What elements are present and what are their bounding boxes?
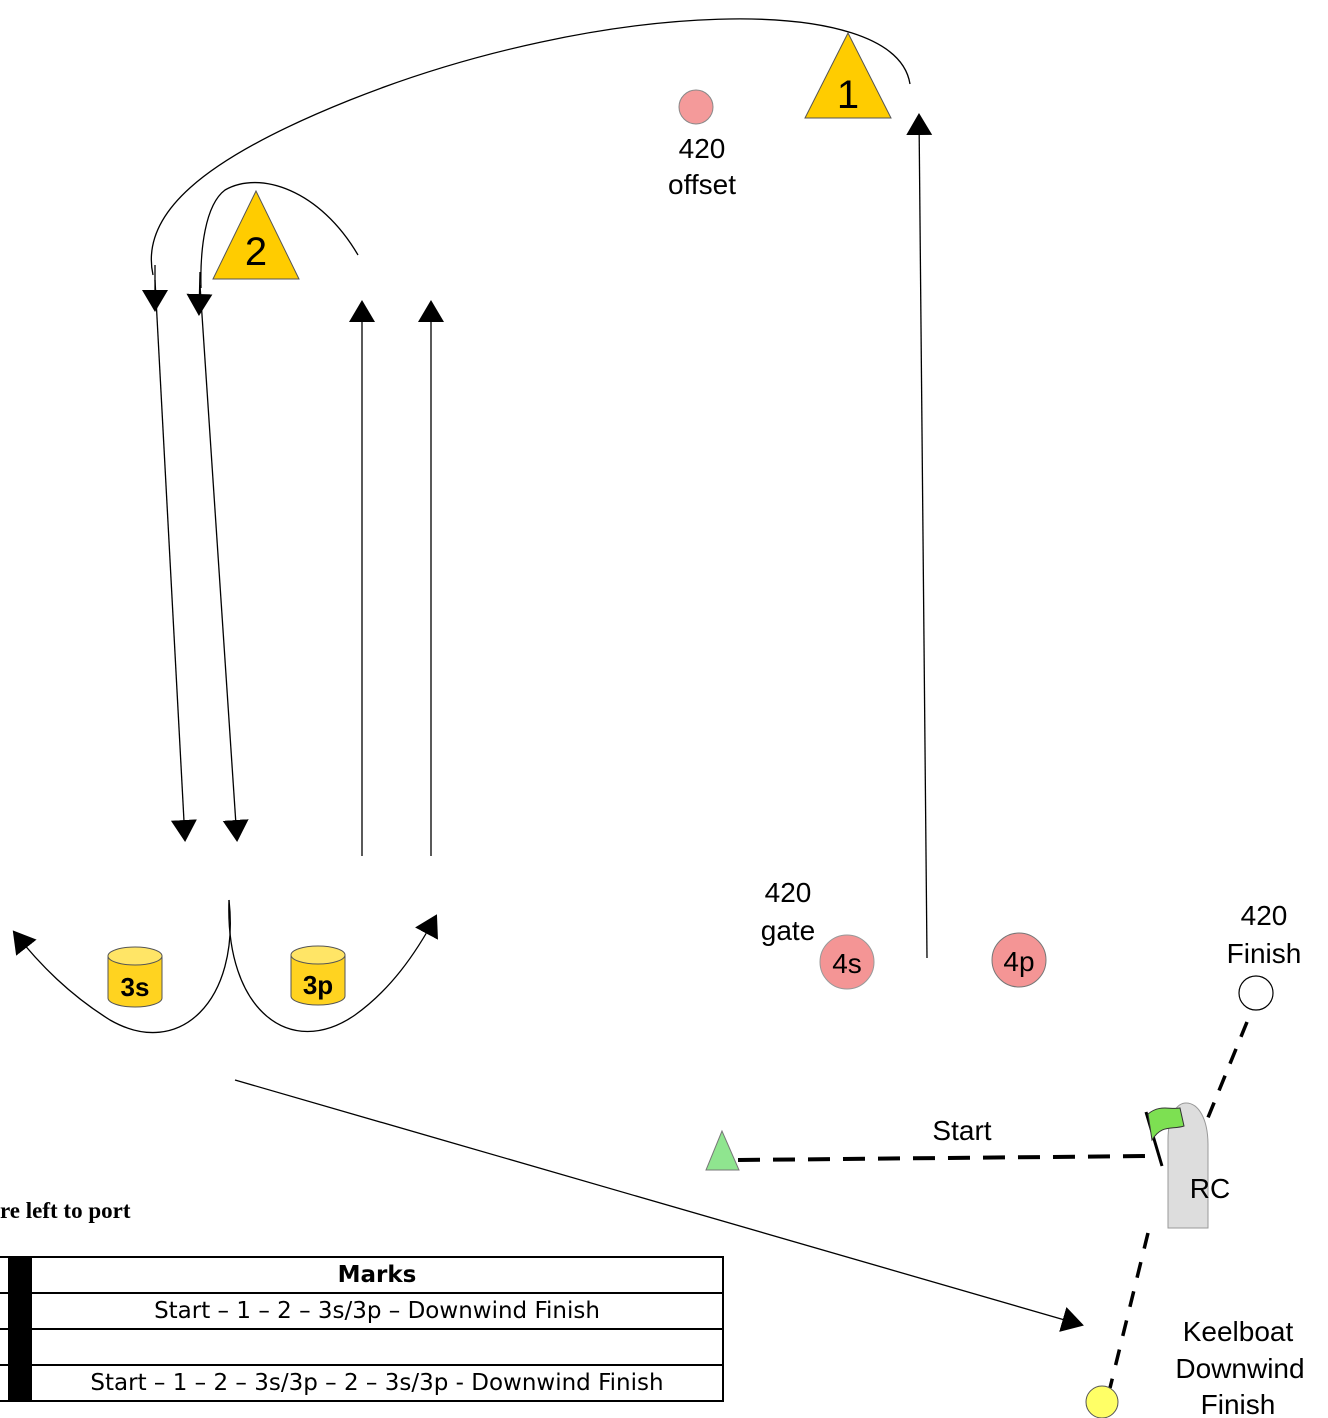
finish-line-keelboat — [1108, 1232, 1150, 1389]
mark-1: 1 — [804, 31, 892, 119]
keelboat-label-line1: Keelboat — [1183, 1316, 1294, 1347]
table-row: Start – 1 – 2 – 3s/3p – Downwind Finish — [0, 1292, 724, 1330]
offset-buoy-420 — [678, 89, 714, 125]
keelboat-label-line3: Finish — [1201, 1389, 1276, 1418]
route-upwind-arrow-right-top — [186, 271, 213, 316]
mark-4s-label: 4s — [832, 948, 862, 979]
mark-2-label: 2 — [245, 230, 267, 274]
mark-4p-label: 4p — [1003, 946, 1034, 977]
start-pin-mark — [705, 1129, 740, 1171]
gate-label-line2: gate — [761, 915, 816, 946]
start-label: Start — [932, 1115, 991, 1146]
route-leg-to-finish — [234, 1079, 1084, 1332]
table-header-marks: Marks — [30, 1256, 724, 1294]
mark-4p: 4p — [991, 932, 1047, 988]
route-loop-mark1 — [150, 18, 911, 276]
start-line — [737, 1154, 1151, 1162]
keelboat-finish-buoy — [1085, 1385, 1119, 1418]
finish420-label-line2: Finish — [1227, 938, 1302, 969]
mark-1-label: 1 — [837, 73, 859, 117]
course-table: Marks Start – 1 – 2 – 3s/3p – Downwind F… — [0, 1256, 724, 1402]
mark-2: 2 — [212, 189, 300, 280]
finish-buoy-420 — [1238, 975, 1274, 1011]
keelboat-label-line2: Downwind — [1175, 1353, 1304, 1384]
rc-label: RC — [1190, 1173, 1230, 1204]
mark-3p-label: 3p — [303, 970, 333, 1000]
route-downwind-leg-left — [154, 279, 197, 842]
rc-flag — [1147, 1107, 1185, 1142]
route-upwind-leg-mark1 — [906, 113, 933, 959]
offset-label-line1: 420 — [679, 133, 726, 164]
route-loop-mark2 — [200, 182, 359, 289]
rounding-note: re left to port — [0, 1198, 131, 1223]
finish420-label-line1: 420 — [1241, 900, 1288, 931]
table-row — [0, 1328, 724, 1366]
table-row: Start – 1 – 2 – 3s/3p – 2 – 3s/3p - Down… — [0, 1364, 724, 1402]
mark-3s: 3s — [107, 946, 163, 1008]
route-downwind-leg-right — [199, 284, 249, 842]
rc-boat: RC — [1167, 1102, 1230, 1229]
mark-4s: 4s — [819, 934, 875, 990]
mark-3p: 3p — [290, 945, 346, 1006]
gate-label-line1: 420 — [765, 877, 812, 908]
mark-3s-label: 3s — [121, 972, 150, 1002]
offset-label-line2: offset — [668, 169, 736, 200]
table-header-row: Marks — [0, 1256, 724, 1294]
finish-line-420 — [1205, 1021, 1249, 1121]
table-cell-marks: Start – 1 – 2 – 3s/3p – Downwind Finish — [30, 1292, 724, 1330]
route-rounding-3s — [12, 899, 231, 1034]
table-cell-marks — [30, 1328, 724, 1366]
route-rounding-3p — [228, 899, 438, 1033]
table-cell-marks: Start – 1 – 2 – 3s/3p – 2 – 3s/3p - Down… — [30, 1364, 724, 1402]
